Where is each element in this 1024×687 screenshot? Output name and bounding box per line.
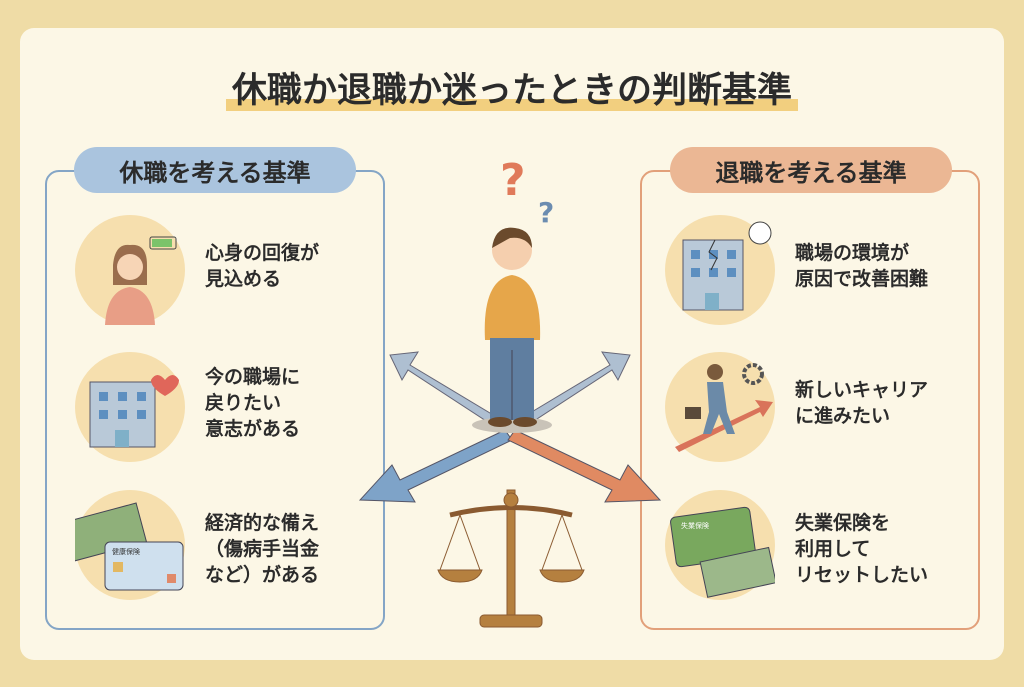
title-text: 休職か退職か迷ったときの判断基準 — [225, 71, 798, 111]
question-mark-small-icon: ? — [538, 196, 554, 229]
leave-item-1: 心身の回復が 見込める — [205, 242, 320, 290]
recovering-person-battery-icon — [75, 215, 185, 325]
unemployment-card-label: 失業保険 — [681, 521, 709, 530]
resign-item-2: 新しいキャリア に進みたい — [795, 379, 929, 427]
career-step-up-icon — [665, 352, 775, 462]
money-insurance-card-icon: 健康保険 — [63, 490, 185, 600]
arrow-leave-icon — [358, 429, 513, 503]
arrow-resign-icon — [507, 429, 662, 503]
resign-item-3: 失業保険を 利用して リセットしたい — [795, 512, 929, 586]
balance-scale-icon — [437, 489, 585, 628]
center-illustration: ? ? — [358, 155, 662, 628]
resign-header: 退職を考える基準 — [670, 147, 952, 193]
health-card-label: 健康保険 — [112, 547, 140, 556]
office-building-heart-icon — [75, 352, 185, 462]
leave-item-2: 今の職場に 戻りたい 意志がある — [205, 366, 301, 440]
leave-header: 休職を考える基準 — [74, 147, 356, 193]
leave-item-3: 経済的な備え （傷病手当金 など）がある — [205, 512, 320, 586]
question-mark-icon: ? — [500, 155, 526, 206]
page-title: 休職か退職か迷ったときの判断基準 — [0, 62, 1024, 113]
thinking-person-icon — [484, 227, 541, 427]
unemployment-insurance-card-icon: 失業保険 — [665, 490, 777, 600]
resign-item-1: 職場の環境が 原因で改善困難 — [795, 242, 929, 290]
cracked-office-building-icon — [665, 215, 775, 325]
